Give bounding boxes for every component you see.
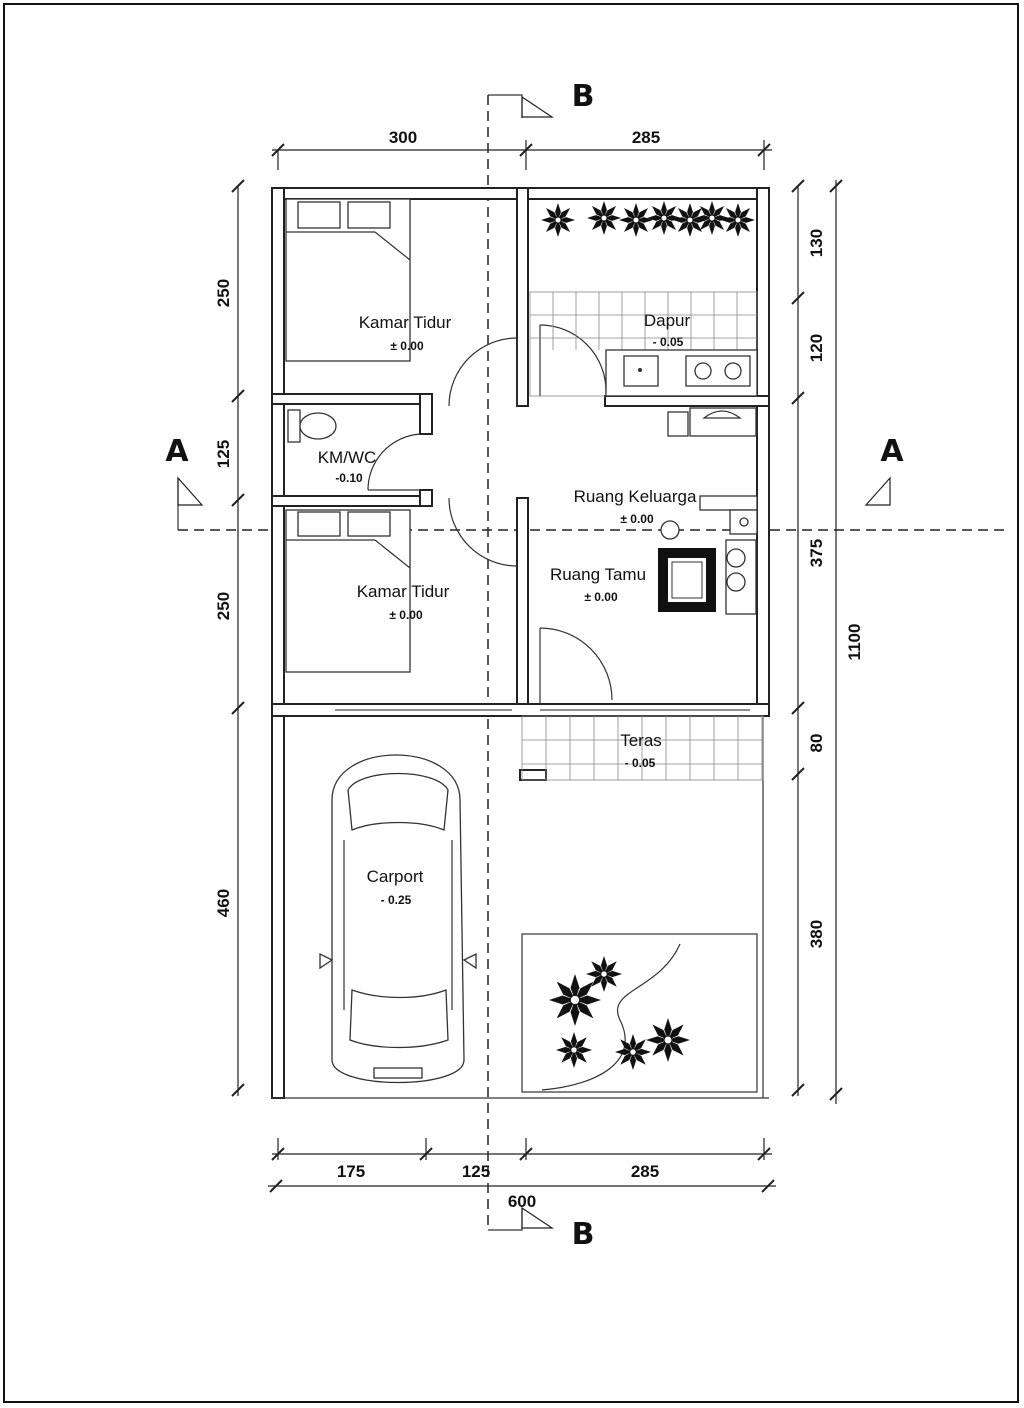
dim-right-2: 375 <box>807 539 826 567</box>
kitchen-area <box>529 291 758 437</box>
bed-top <box>285 198 411 362</box>
room-level-living-room: ± 0.00 <box>584 590 618 604</box>
plant-icon <box>646 1018 690 1062</box>
dim-left-1: 125 <box>214 440 233 468</box>
dim-right-3: 80 <box>807 734 826 753</box>
room-level-bedroom-bottom: ± 0.00 <box>389 608 423 622</box>
room-level-carport: - 0.25 <box>381 893 412 907</box>
garden <box>521 933 758 1093</box>
dim-right-total: 1100 <box>845 624 864 661</box>
room-name-carport: Carport <box>367 867 424 886</box>
dim-bottom-0: 175 <box>337 1162 365 1181</box>
room-name-bedroom-top: Kamar Tidur <box>359 313 452 332</box>
walls <box>271 187 770 1099</box>
plant-icon <box>619 203 653 237</box>
dim-top-0: 300 <box>389 128 417 147</box>
dim-right-0: 130 <box>807 229 826 257</box>
section-label-a-left: A <box>165 434 189 469</box>
car-icon <box>319 754 477 1084</box>
dim-left-2: 250 <box>214 592 233 620</box>
dim-right-4: 380 <box>807 920 826 948</box>
dim-bottom-2: 285 <box>631 1162 659 1181</box>
section-b-bottom-triangle <box>521 1206 554 1229</box>
room-name-terrace: Teras <box>620 731 662 750</box>
room-name-family-room: Ruang Keluarga <box>574 487 697 506</box>
page-frame <box>3 3 1019 1403</box>
plant-icon <box>721 203 755 237</box>
room-name-bedroom-bottom: Kamar Tidur <box>357 582 450 601</box>
bed-bottom <box>285 509 411 673</box>
toilet <box>287 409 337 443</box>
section-b-bottom-arrow <box>488 1208 523 1231</box>
plant-icon <box>556 1032 592 1068</box>
section-b-top-arrow <box>488 94 523 118</box>
plant-icon <box>647 201 681 235</box>
section-b-top-triangle <box>521 95 554 118</box>
room-level-kitchen: - 0.05 <box>653 335 684 349</box>
dim-left-0: 250 <box>214 279 233 307</box>
dim-top-1: 285 <box>632 128 660 147</box>
dim-left-3: 460 <box>214 889 233 917</box>
plant-icon <box>615 1034 651 1070</box>
dim-bottom-total: 600 <box>508 1192 536 1211</box>
section-cut-lines <box>177 94 1010 1231</box>
room-name-bathroom: KM/WC <box>318 448 377 467</box>
living-furniture <box>658 495 758 615</box>
plant-icon <box>549 974 601 1026</box>
section-a-left-triangle <box>177 476 204 506</box>
room-level-family-room: ± 0.00 <box>620 512 654 526</box>
plant-icon <box>541 203 575 237</box>
plant-icon <box>587 201 621 235</box>
plant-icon <box>586 956 622 992</box>
room-name-living-room: Ruang Tamu <box>550 565 646 584</box>
terrace-tiles <box>521 715 764 781</box>
room-level-terrace: - 0.05 <box>625 756 656 770</box>
dimension-lines <box>231 140 843 1193</box>
section-label-b-bottom: B <box>572 1217 595 1252</box>
section-label-b-top: B <box>572 79 595 114</box>
room-name-kitchen: Dapur <box>644 311 691 330</box>
room-level-bedroom-top: ± 0.00 <box>390 339 424 353</box>
door-swings <box>367 324 613 704</box>
plant-icon <box>695 201 729 235</box>
section-a-right-triangle <box>864 476 891 506</box>
room-level-bathroom: -0.10 <box>335 471 363 485</box>
section-label-a-right: A <box>880 434 904 469</box>
dim-bottom-1: 125 <box>462 1162 490 1181</box>
plant-icon <box>673 203 707 237</box>
plant-row <box>541 201 755 237</box>
dim-right-1: 120 <box>807 334 826 362</box>
